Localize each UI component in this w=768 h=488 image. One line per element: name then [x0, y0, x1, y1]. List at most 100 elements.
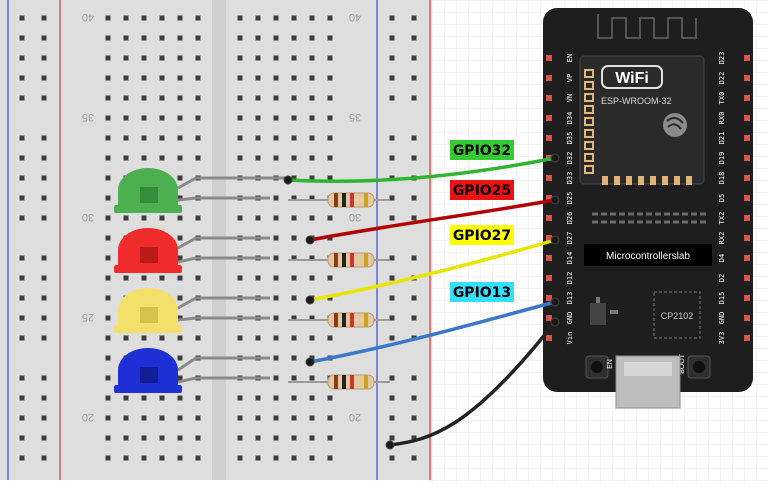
- breadboard-hole: [105, 155, 111, 161]
- rail-hole: [411, 95, 417, 101]
- rail-hole: [411, 135, 417, 141]
- breadboard-hole: [327, 175, 333, 181]
- module-pad: [614, 176, 620, 185]
- breadboard-hole: [327, 55, 333, 61]
- voltage-regulator: [590, 303, 606, 325]
- header-pin-left: [546, 315, 552, 321]
- module-label: ESP-WROOM-32: [601, 96, 672, 106]
- breadboard-hole: [105, 255, 111, 261]
- rail-hole: [19, 255, 25, 261]
- rail-hole: [41, 435, 47, 441]
- breadboard-hole: [237, 335, 243, 341]
- rail-hole: [411, 35, 417, 41]
- breadboard-hole: [237, 275, 243, 281]
- breadboard-hole: [177, 215, 183, 221]
- gpio-label-text: GPIO25: [453, 183, 511, 199]
- breadboard-hole: [291, 375, 297, 381]
- breadboard-hole: [255, 275, 261, 281]
- breadboard-hole: [291, 175, 297, 181]
- breadboard-hole: [105, 15, 111, 21]
- rail-hole: [411, 295, 417, 301]
- module-pad: [602, 176, 608, 185]
- breadboard-hole: [195, 275, 201, 281]
- pin-label-left: D35: [566, 132, 574, 145]
- rail-hole: [411, 155, 417, 161]
- led-yellow: [114, 288, 182, 333]
- breadboard-hole: [273, 135, 279, 141]
- breadboard-hole: [327, 275, 333, 281]
- pin-label-right: D4: [718, 254, 726, 262]
- rail-hole: [41, 275, 47, 281]
- header-pin-right: [744, 115, 750, 121]
- module-pad: [584, 69, 594, 78]
- breadboard-hole: [105, 455, 111, 461]
- pin-label-right: RX0: [718, 112, 726, 125]
- breadboard-hole: [159, 415, 165, 421]
- rail-hole: [41, 395, 47, 401]
- led-legs: [177, 176, 288, 384]
- pin-label-right: D21: [718, 132, 726, 145]
- wire-end: [550, 317, 560, 327]
- breadboard-hole: [237, 155, 243, 161]
- breadboard-hole: [123, 135, 129, 141]
- led-leg: [177, 376, 270, 384]
- pin-label-left: D13: [566, 292, 574, 305]
- breadboard-hole: [255, 55, 261, 61]
- breadboard-hole: [237, 395, 243, 401]
- breadboard-hole: [327, 435, 333, 441]
- breadboard-hole: [327, 335, 333, 341]
- breadboard-hole: [195, 95, 201, 101]
- breadboard-hole: [141, 55, 147, 61]
- rail-hole: [389, 435, 395, 441]
- breadboard-hole: [159, 35, 165, 41]
- breadboard-hole: [141, 35, 147, 41]
- breadboard-hole: [123, 75, 129, 81]
- breadboard-hole: [291, 215, 297, 221]
- pin-label-right: D22: [718, 72, 726, 85]
- breadboard-hole: [159, 135, 165, 141]
- breadboard-hole: [159, 55, 165, 61]
- rail-hole: [41, 455, 47, 461]
- pin-label-right: D23: [718, 52, 726, 65]
- led-red: [114, 228, 182, 273]
- breadboard-hole: [123, 35, 129, 41]
- wire-end: [305, 295, 315, 305]
- esp32-board: WiFi ESP-WROOM-32 Microcontrollerslab CP…: [543, 8, 753, 409]
- brand-label-box: [584, 244, 712, 266]
- header-pin-right: [744, 135, 750, 141]
- breadboard-hole: [309, 175, 315, 181]
- breadboard-hole: [177, 415, 183, 421]
- breadboard-hole: [255, 215, 261, 221]
- wifi-logo-text: WiFi: [615, 70, 649, 87]
- breadboard-hole: [177, 15, 183, 21]
- breadboard-hole: [195, 395, 201, 401]
- breadboard-hole: [105, 195, 111, 201]
- module-pads: [584, 69, 692, 185]
- breadboard-hole: [273, 395, 279, 401]
- breadboard-hole: [105, 395, 111, 401]
- breadboard-hole: [273, 195, 279, 201]
- breadboard-hole: [255, 75, 261, 81]
- breadboard-hole: [327, 395, 333, 401]
- wire-end: [550, 297, 560, 307]
- rail-hole: [389, 255, 395, 261]
- breadboard-hole: [177, 55, 183, 61]
- breadboard-hole: [177, 295, 183, 301]
- breadboard-hole: [273, 55, 279, 61]
- row-number-right: 30: [349, 211, 361, 223]
- wire-end: [305, 357, 315, 367]
- breadboard-hole: [177, 115, 183, 121]
- breadboard-hole: [123, 455, 129, 461]
- module-pad: [584, 93, 594, 102]
- en-button-cap: [591, 361, 603, 373]
- led-leg: [177, 236, 270, 250]
- rail-hole: [389, 15, 395, 21]
- rail-hole: [19, 295, 25, 301]
- led-blue: [114, 348, 182, 393]
- rail-hole: [41, 15, 47, 21]
- breadboard-hole: [105, 175, 111, 181]
- breadboard-hole: [291, 255, 297, 261]
- breadboard-hole: [291, 55, 297, 61]
- breadboard-hole: [105, 355, 111, 361]
- breadboard-hole: [159, 95, 165, 101]
